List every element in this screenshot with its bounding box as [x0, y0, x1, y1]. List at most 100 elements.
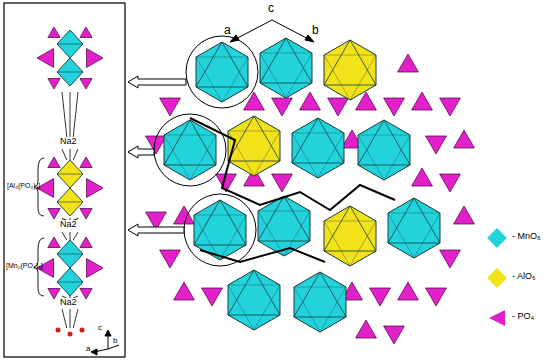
po4-tetrahedron: [80, 27, 92, 38]
legend-swatch: [489, 310, 505, 326]
octahedron-edge: [228, 270, 280, 315]
legend-text: - AlO₆: [512, 272, 536, 282]
po4-tetrahedron: [328, 98, 349, 116]
polyhedra-lattice: [146, 38, 475, 344]
po4-tetrahedron: [454, 206, 475, 224]
polyhedra-chain: [34, 27, 103, 337]
po4-tetrahedron: [412, 168, 433, 186]
octahedron-edge: [57, 72, 83, 73]
octahedron-edge: [324, 206, 376, 251]
octahedron-edge: [324, 55, 376, 100]
legend-text: - MnO₆: [512, 232, 541, 242]
oxygen-atom: [56, 328, 61, 333]
bond-line: [62, 232, 67, 240]
octahedron-edge: [57, 174, 83, 175]
po4-tetrahedron: [160, 250, 181, 268]
po4-tetrahedron: [80, 209, 92, 220]
octahedron: [57, 188, 83, 216]
octahedron-edge: [196, 42, 248, 87]
callout-arrow: [128, 76, 186, 88]
po4-tetrahedron: [80, 157, 92, 168]
octahedron: [196, 42, 248, 102]
axis-arrows: [91, 20, 314, 355]
chain-panel: [4, 3, 125, 357]
bond-line: [73, 309, 78, 328]
axis-label: b: [312, 24, 319, 37]
octahedron: [57, 30, 83, 58]
po4-tetrahedron: [48, 27, 60, 38]
po4-tetrahedron: [426, 136, 447, 154]
po4-tetrahedron: [48, 79, 60, 90]
octahedron: [388, 198, 440, 258]
po4-tetrahedron: [48, 237, 60, 248]
octahedron: [57, 268, 83, 296]
axis-label: b: [113, 337, 117, 346]
atom-label: Na2: [59, 298, 78, 308]
po4-tetrahedron: [398, 282, 419, 300]
axis-label: c: [268, 2, 274, 15]
callout-arrows: [128, 76, 186, 236]
highlight-circle: [184, 194, 256, 266]
octahedron: [292, 118, 344, 178]
po4-tetrahedron: [87, 49, 104, 68]
octahedron-edge: [358, 135, 410, 180]
legend-swatch: [487, 268, 507, 288]
oxygen-atom: [68, 332, 73, 337]
po4-tetrahedron: [440, 250, 461, 268]
po4-tetrahedron: [202, 288, 223, 306]
atom-label: Na2: [59, 220, 78, 230]
bond-line: [70, 149, 71, 160]
octahedron-edge: [260, 53, 312, 98]
octahedron-edge: [194, 200, 246, 245]
octahedron-edge: [228, 116, 280, 161]
octahedron-edge: [292, 118, 344, 163]
po4-tetrahedron: [37, 49, 54, 68]
octahedron-edge: [358, 120, 410, 165]
bond-line: [70, 232, 71, 240]
bond-line: [73, 232, 78, 240]
octahedron-edge: [324, 221, 376, 266]
po4-tetrahedron: [80, 237, 92, 248]
po4-tetrahedron: [272, 98, 293, 116]
octahedron: [57, 58, 83, 86]
octahedron-edge: [294, 272, 346, 317]
octahedron: [57, 240, 83, 268]
po4-tetrahedron: [80, 79, 92, 90]
octahedron: [228, 116, 280, 176]
po4-tetrahedron: [272, 174, 293, 192]
legend-text: - PO₄: [512, 312, 534, 322]
octahedron-edge: [294, 287, 346, 332]
po4-tetrahedron: [174, 282, 195, 300]
axis-label: a: [224, 24, 231, 37]
octahedron: [228, 270, 280, 330]
po4-tetrahedron: [244, 92, 265, 110]
po4-tetrahedron: [356, 320, 377, 338]
octahedron-edge: [57, 254, 83, 255]
octahedron: [57, 160, 83, 188]
axis-label: a: [86, 345, 90, 354]
octahedron: [294, 272, 346, 332]
octahedron: [324, 206, 376, 266]
octahedron-edge: [228, 131, 280, 176]
octahedron-edge: [260, 38, 312, 83]
po4-tetrahedron: [300, 92, 321, 110]
octahedron: [258, 196, 310, 256]
bond-line: [62, 149, 67, 160]
octahedron-edge: [57, 282, 83, 283]
po4-tetrahedron: [48, 157, 60, 168]
octahedron-edge: [388, 198, 440, 243]
po4-tetrahedron: [87, 179, 104, 198]
octahedron: [260, 38, 312, 98]
bond-line: [62, 92, 67, 137]
bond-line: [73, 149, 78, 160]
unit-label: [Al₂(PO₄)₃]: [7, 182, 40, 190]
highlight-circle: [154, 114, 226, 186]
po4-tetrahedron: [398, 54, 419, 72]
legend-swatch: [487, 228, 507, 248]
octahedron-edge: [228, 285, 280, 330]
po4-tetrahedron: [370, 288, 391, 306]
octahedron-edge: [57, 202, 83, 203]
octahedron: [324, 40, 376, 100]
po4-tetrahedron: [160, 98, 181, 116]
